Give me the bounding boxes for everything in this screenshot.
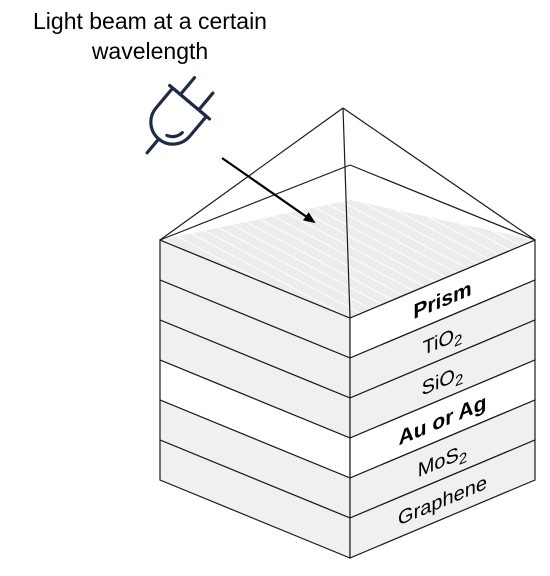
prism-edge bbox=[349, 164, 536, 241]
layer-mos2: MoS2 bbox=[159, 399, 536, 519]
layer-graphene-side-face bbox=[349, 439, 536, 559]
arrow-line bbox=[221, 157, 316, 224]
light-beam-arrow bbox=[221, 157, 316, 224]
caption-line-2: wavelength bbox=[91, 38, 209, 64]
caption-line-1: Light beam at a certain bbox=[33, 8, 267, 34]
prism-edge bbox=[159, 164, 351, 241]
prism-edge bbox=[342, 107, 351, 319]
layer-graphene: Graphene bbox=[159, 439, 536, 559]
prism-edge bbox=[159, 239, 351, 319]
layer-sio2-subscript: 2 bbox=[455, 371, 463, 391]
layer-tio2-subscript: 2 bbox=[454, 331, 462, 351]
prism-edge bbox=[159, 107, 344, 241]
light-beam-caption: Light beam at a certain wavelength bbox=[0, 6, 300, 66]
prism-pyramid bbox=[159, 107, 536, 319]
prism-edge bbox=[342, 107, 536, 241]
prism-edge bbox=[349, 239, 536, 319]
layer-mos2-subscript: 2 bbox=[459, 449, 467, 469]
light-source-bulb-icon bbox=[145, 76, 215, 155]
